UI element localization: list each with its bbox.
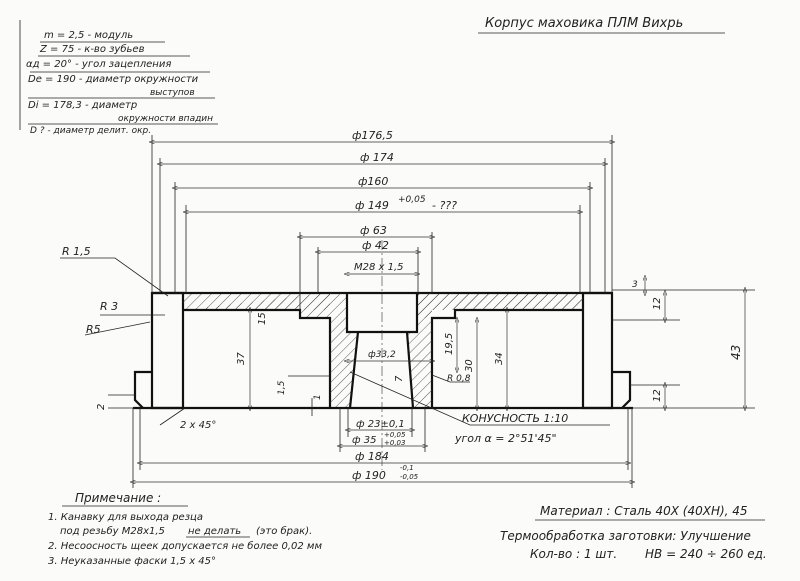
dim-h34: 34 <box>494 352 505 365</box>
spec-qty: Кол-во : 1 шт. <box>530 547 617 561</box>
dim-d35: ф 35 <box>352 435 376 446</box>
dim-h43: 43 <box>729 345 743 360</box>
spec-hardness: HB = 240 ÷ 260 ед. <box>645 547 767 561</box>
dim-h19: 19,5 <box>444 333 455 355</box>
dim-d149: ф 149 <box>355 199 389 212</box>
dim-r3: R 3 <box>100 300 118 313</box>
dim-d184: ф 184 <box>355 450 389 463</box>
param-module: m = 2,5 - модуль <box>44 30 133 41</box>
note-1: 1. Канавку для выхода резца <box>48 512 203 523</box>
drawing-title: Корпус маховика ПЛМ Вихрь <box>485 16 683 31</box>
param-d: D ? - диаметр делит. окр. <box>30 126 151 136</box>
gear-parameters: m = 2,5 - модуль Z = 75 - к-во зубьев αд… <box>26 30 218 136</box>
dim-d174: ф 174 <box>360 151 394 164</box>
spec-material: Материал : Сталь 40Х (40ХН), 45 <box>540 504 748 518</box>
dim-d160: ф160 <box>358 175 388 188</box>
dim-h30: 30 <box>464 359 475 372</box>
dim-h2: 2 <box>96 404 107 410</box>
dim-d35-tol-lo: +0,03 <box>384 439 405 447</box>
dim-d23: ф 23±0,1 <box>356 419 405 430</box>
taper-label: КОНУСНОСТЬ 1:10 <box>462 412 568 425</box>
notes: Примечание : 1. Канавку для выхода резца… <box>48 491 322 567</box>
dim-h12-bottom: 12 <box>652 389 663 402</box>
dim-d190-tol-lo: -0,05 <box>400 473 419 481</box>
specification: Материал : Сталь 40Х (40ХН), 45 Термообр… <box>500 504 767 561</box>
dim-d63: ф 63 <box>360 224 387 237</box>
note-3: 3. Неуказанные фаски 1,5 х 45° <box>48 556 216 567</box>
dim-d149-note: - ??? <box>432 199 457 212</box>
dim-d42: ф 42 <box>362 239 389 252</box>
param-di-cont: окружности впадин <box>118 114 213 124</box>
angle-label: угол α = 2°51'45" <box>454 432 557 445</box>
dim-chamfer: 2 x 45° <box>180 420 216 431</box>
dim-h37: 37 <box>236 352 247 365</box>
dim-h1: 1 <box>313 394 323 400</box>
dim-r15: R 1,5 <box>62 245 91 258</box>
dim-h12-top: 12 <box>652 297 663 310</box>
param-de: De = 190 - диаметр окружности <box>28 74 199 85</box>
dim-d149-tol: +0,05 <box>398 195 426 205</box>
dim-h15: 15 <box>257 312 268 325</box>
dim-d190: ф 190 <box>352 469 386 482</box>
notes-heading: Примечание : <box>75 491 161 505</box>
param-di: Di = 178,3 - диаметр <box>28 100 137 111</box>
dimensions: ф176,5 ф 174 ф160 ф 149 +0,05 - ??? ф 63… <box>60 129 745 482</box>
dim-h15-5: 1,5 <box>277 380 287 395</box>
dim-m28: M28 x 1,5 <box>354 262 404 273</box>
param-angle: αд = 20° - угол зацепления <box>26 59 171 70</box>
dim-d176: ф176,5 <box>352 129 393 142</box>
dim-r5: R5 <box>86 323 101 336</box>
dim-h3: 3 <box>632 280 638 290</box>
dim-d190-tol-up: -0,1 <box>400 464 414 472</box>
part-section <box>132 135 755 488</box>
dim-d33: ф33,2 <box>368 350 396 360</box>
param-teeth: Z = 75 - к-во зубьев <box>39 43 145 55</box>
note-1-cont: под резьбу М28х1,5 <box>60 525 165 537</box>
dim-r08: R 0,8 <box>447 374 471 384</box>
param-de-cont: выступов <box>150 88 195 98</box>
spec-heat: Термообработка заготовки: Улучшение <box>500 529 751 543</box>
note-1-end: (это брак). <box>256 525 312 537</box>
dim-d35-tol-up: +0,05 <box>384 431 406 439</box>
taper-mark: 7 <box>394 375 405 382</box>
note-2: 2. Несоосность щеек допускается не более… <box>48 540 322 552</box>
note-1-emph: не делать <box>188 526 241 537</box>
